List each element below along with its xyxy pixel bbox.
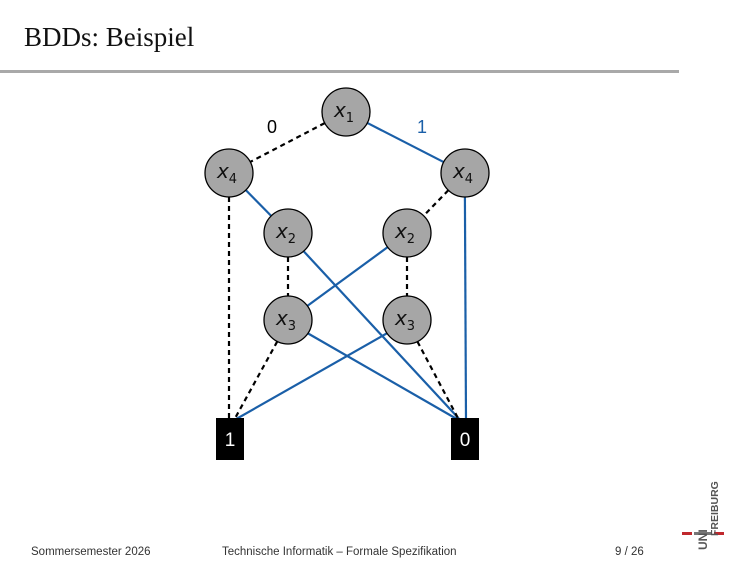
one-edge-x4_left-to-x2_left bbox=[245, 189, 272, 217]
bdd-node-x4_left: x4 bbox=[204, 148, 254, 198]
bdd-node-x2_left: x2 bbox=[263, 208, 313, 258]
one-edge-label: 1 bbox=[417, 117, 427, 137]
footer-page-number: 9 / 26 bbox=[615, 546, 644, 558]
svg-text:FREIBURG: FREIBURG bbox=[709, 481, 721, 536]
bdd-node-x1_top: x1 bbox=[321, 87, 371, 137]
terminal-t1: 1 bbox=[216, 418, 244, 460]
slide-title: BDDs: Beispiel bbox=[24, 22, 195, 52]
edges-layer bbox=[227, 121, 468, 423]
university-logo: UNI FREIBURG bbox=[682, 481, 724, 550]
terminal-label-t1: 1 bbox=[225, 430, 236, 451]
zero-edge-x3_left-to-t1 bbox=[232, 340, 279, 423]
terminal-t0: 0 bbox=[451, 418, 479, 460]
footer-semester: Sommersemester 2026 bbox=[31, 546, 151, 558]
one-edge-x2_right-to-x3_left bbox=[306, 246, 389, 307]
one-edge-x3_left-to-t0 bbox=[307, 332, 463, 423]
svg-text:UNI: UNI bbox=[696, 529, 710, 550]
footer-course-title: Technische Informatik – Formale Spezifik… bbox=[222, 546, 457, 558]
zero-edge-x3_right-to-t0 bbox=[416, 341, 461, 423]
zero-edge-x1_top-to-x4_left bbox=[249, 122, 326, 163]
one-edge-x1_top-to-x4_right bbox=[366, 121, 445, 164]
title-divider bbox=[0, 70, 679, 73]
bdd-node-x2_right: x2 bbox=[382, 208, 432, 258]
bdd-node-x4_right: x4 bbox=[440, 148, 490, 198]
bdd-node-x3_right: x3 bbox=[382, 295, 432, 345]
bdd-node-x3_left: x3 bbox=[263, 295, 313, 345]
zero-edge-label: 0 bbox=[267, 117, 277, 137]
terminal-label-t0: 0 bbox=[460, 430, 471, 451]
zero-edge-x4_right-to-x2_right bbox=[422, 189, 450, 217]
one-edge-x3_right-to-t1 bbox=[230, 332, 388, 423]
one-edge-x4_right-to-t0 bbox=[463, 196, 468, 423]
